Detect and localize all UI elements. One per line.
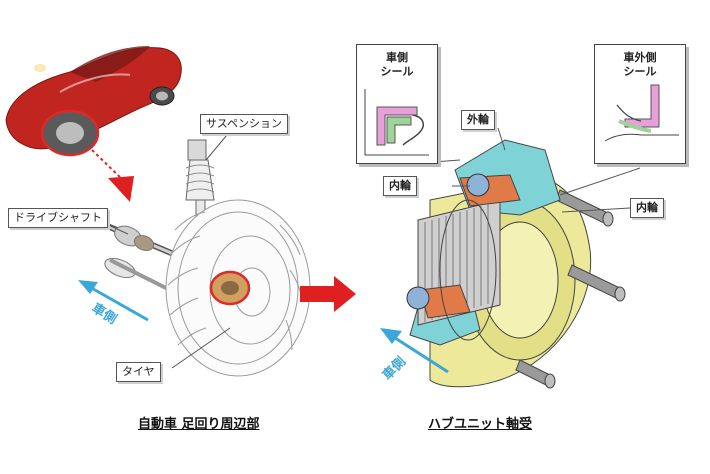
label-driveshaft: ドライブシャフト — [8, 208, 108, 228]
left-caption: 自動車 足回り周辺部 — [138, 417, 260, 432]
inner-seal-cross-section — [364, 89, 429, 156]
outer-seal-cross-section — [604, 84, 679, 142]
outer-seal-inset: 車外側 シール — [594, 44, 686, 164]
label-outer-ring: 外輪 — [461, 110, 495, 130]
label-tire: タイヤ — [116, 362, 161, 382]
label-inner-ring-right: 内輪 — [630, 198, 664, 218]
red-pointer-arrow — [108, 176, 134, 202]
inner-seal-inset: 車側 シール — [356, 44, 438, 164]
right-caption: ハブユニット軸受 — [428, 417, 533, 432]
center-transition-arrow — [300, 276, 356, 312]
hub-bolts — [515, 189, 626, 389]
outer-seal-title-line2: シール — [623, 65, 657, 78]
inner-seal-title-line1: 車側 — [386, 51, 408, 64]
inner-seal-title-line2: シール — [380, 65, 414, 78]
left-direction-arrow — [78, 280, 98, 294]
label-inner-ring-left: 内輪 — [383, 176, 417, 196]
outer-seal-title-line1: 車外側 — [623, 51, 657, 64]
bearing-balls — [406, 173, 490, 310]
label-suspension: サスペンション — [200, 114, 289, 134]
right-direction-arrow — [380, 328, 402, 344]
